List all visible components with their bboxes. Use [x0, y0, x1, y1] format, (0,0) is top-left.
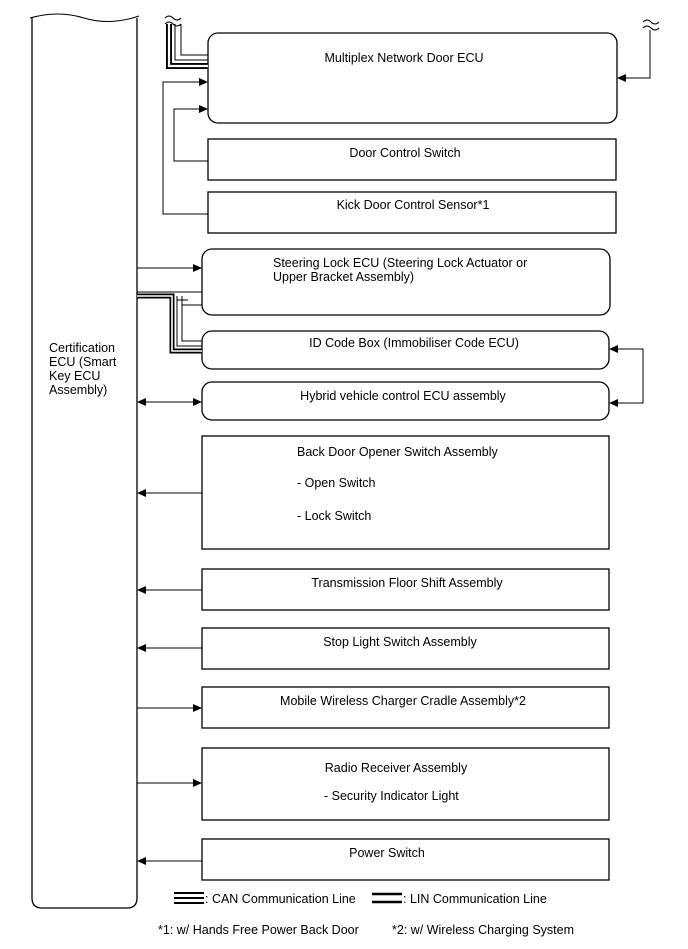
right-feed-multiplex-line — [626, 30, 651, 79]
radio-receiver-box — [201, 747, 610, 821]
arrow-head-ecu-stop-light — [137, 644, 146, 652]
ecu-label-line-3: Key ECU — [49, 369, 100, 383]
transmission-floor-shift-box — [201, 568, 610, 611]
arrow-head-ecu-transmission — [137, 586, 146, 594]
id-code-box-label: ID Code Box (Immobiliser Code ECU) — [309, 336, 519, 350]
id-box-hybrid-link-line — [618, 348, 644, 404]
steering-lock-ecu-label-line-2: Upper Bracket Assembly) — [273, 270, 414, 284]
arrow-head-hybrid-right — [609, 399, 618, 407]
arrow-head-hybrid-left — [193, 398, 202, 406]
door-control-switch-box — [207, 138, 617, 181]
door-control-switch-label: Door Control Switch — [349, 146, 460, 160]
ecu-label-line-1: Certification — [49, 341, 115, 355]
arrow-head-ecu-back-door — [137, 489, 146, 497]
multiplex-network-door-ecu-label: Multiplex Network Door ECU — [324, 51, 483, 65]
certification-ecu-block: Certification ECU (Smart Key ECU Assembl… — [29, 13, 140, 909]
back-door-opener-switch-label: Back Door Opener Switch Assembly — [297, 445, 499, 459]
footnote-2: *2: w/ Wireless Charging System — [392, 923, 574, 937]
can-line-multiplex — [166, 24, 208, 69]
arrow-head-multiplex-1 — [199, 105, 208, 113]
break-mark-right — [642, 19, 660, 31]
arrow-head-id-code-box — [609, 345, 618, 353]
lock-switch-label: - Lock Switch — [297, 509, 371, 523]
arrow-head-ecu-from-hybrid — [137, 398, 146, 406]
steering-lock-ecu-label-line-1: Steering Lock ECU (Steering Lock Actuato… — [273, 256, 527, 270]
mobile-wireless-charger-box — [201, 686, 610, 729]
stop-light-switch-box — [201, 627, 610, 670]
ecu-label-line-2: ECU (Smart — [49, 355, 117, 369]
steering-lock-ecu-box — [201, 248, 611, 316]
kick-door-control-sensor-box — [207, 191, 617, 234]
legend-can-symbol — [174, 892, 204, 904]
multiplex-network-door-ecu-box — [207, 32, 618, 124]
lin-line-immobiliser — [137, 291, 202, 354]
door-switch-to-multiplex-line — [173, 108, 208, 162]
arrow-head-steering-lock — [193, 264, 202, 272]
stop-light-switch-label: Stop Light Switch Assembly — [323, 635, 477, 649]
ecu-label-line-4: Assembly) — [49, 383, 107, 397]
kick-door-control-sensor-label: Kick Door Control Sensor*1 — [337, 198, 490, 212]
footnote-1: *1: w/ Hands Free Power Back Door — [158, 923, 359, 937]
hybrid-vehicle-control-ecu-box — [201, 381, 610, 421]
security-indicator-light-label: - Security Indicator Light — [324, 789, 459, 803]
radio-receiver-label: Radio Receiver Assembly — [325, 761, 468, 775]
arrow-head-wireless-charger — [193, 704, 202, 712]
break-mark-left — [164, 15, 182, 27]
mobile-wireless-charger-label: Mobile Wireless Charger Cradle Assembly*… — [280, 694, 526, 708]
arrow-head-ecu-power-switch — [137, 857, 146, 865]
legend-lin-label: : LIN Communication Line — [403, 892, 547, 906]
kick-sensor-to-multiplex-line — [162, 81, 208, 215]
legend-lin-symbol — [372, 892, 402, 904]
arrow-head-multiplex-2 — [199, 78, 208, 86]
legend-can-label: : CAN Communication Line — [205, 892, 356, 906]
arrow-head-radio — [193, 779, 202, 787]
power-switch-label: Power Switch — [349, 846, 425, 860]
open-switch-label: - Open Switch — [297, 476, 376, 490]
power-switch-box — [201, 838, 610, 881]
arrow-head-multiplex-right — [617, 74, 626, 82]
hybrid-vehicle-control-ecu-label: Hybrid vehicle control ECU assembly — [300, 389, 506, 403]
transmission-floor-shift-label: Transmission Floor Shift Assembly — [311, 576, 503, 590]
